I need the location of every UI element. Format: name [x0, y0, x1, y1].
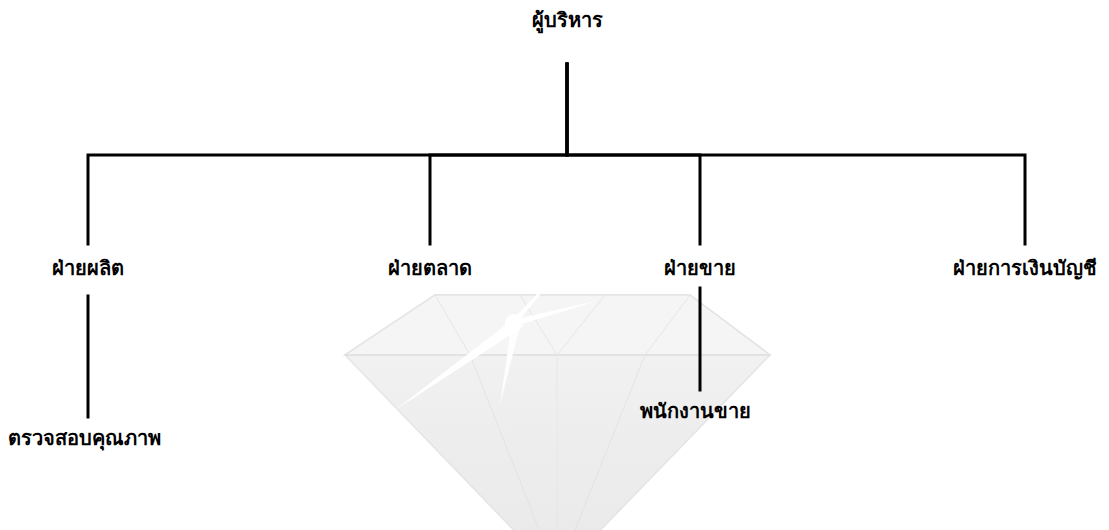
- org-unit: ฝ่ายการเงินบัญชี: [949, 252, 1101, 284]
- unit-label: ฝ่ายตลาด: [388, 254, 472, 282]
- org-unit: ผู้บริหาร: [528, 4, 607, 36]
- unit-label: ตรวจสอบคุณภาพ: [8, 424, 161, 452]
- org-unit: ตรวจสอบคุณภาพ: [4, 422, 165, 454]
- unit-label: ฝ่ายผลิต: [52, 254, 124, 282]
- org-connector: [87, 296, 90, 417]
- org-connector: [699, 288, 702, 390]
- unit-label: ฝ่ายขาย: [664, 254, 736, 282]
- unit-label: ผู้บริหาร: [532, 6, 603, 34]
- org-connector: [430, 64, 567, 244]
- org-unit: ฝ่ายขาย: [660, 252, 740, 284]
- org-connector: [567, 64, 1025, 244]
- org-unit: ฝ่ายตลาด: [384, 252, 476, 284]
- org-connector: [88, 64, 567, 244]
- unit-label: พนักงานขาย: [640, 397, 751, 425]
- org-unit: ฝ่ายผลิต: [48, 252, 128, 284]
- unit-label: ฝ่ายการเงินบัญชี: [953, 254, 1097, 282]
- org-unit: พนักงานขาย: [636, 395, 755, 427]
